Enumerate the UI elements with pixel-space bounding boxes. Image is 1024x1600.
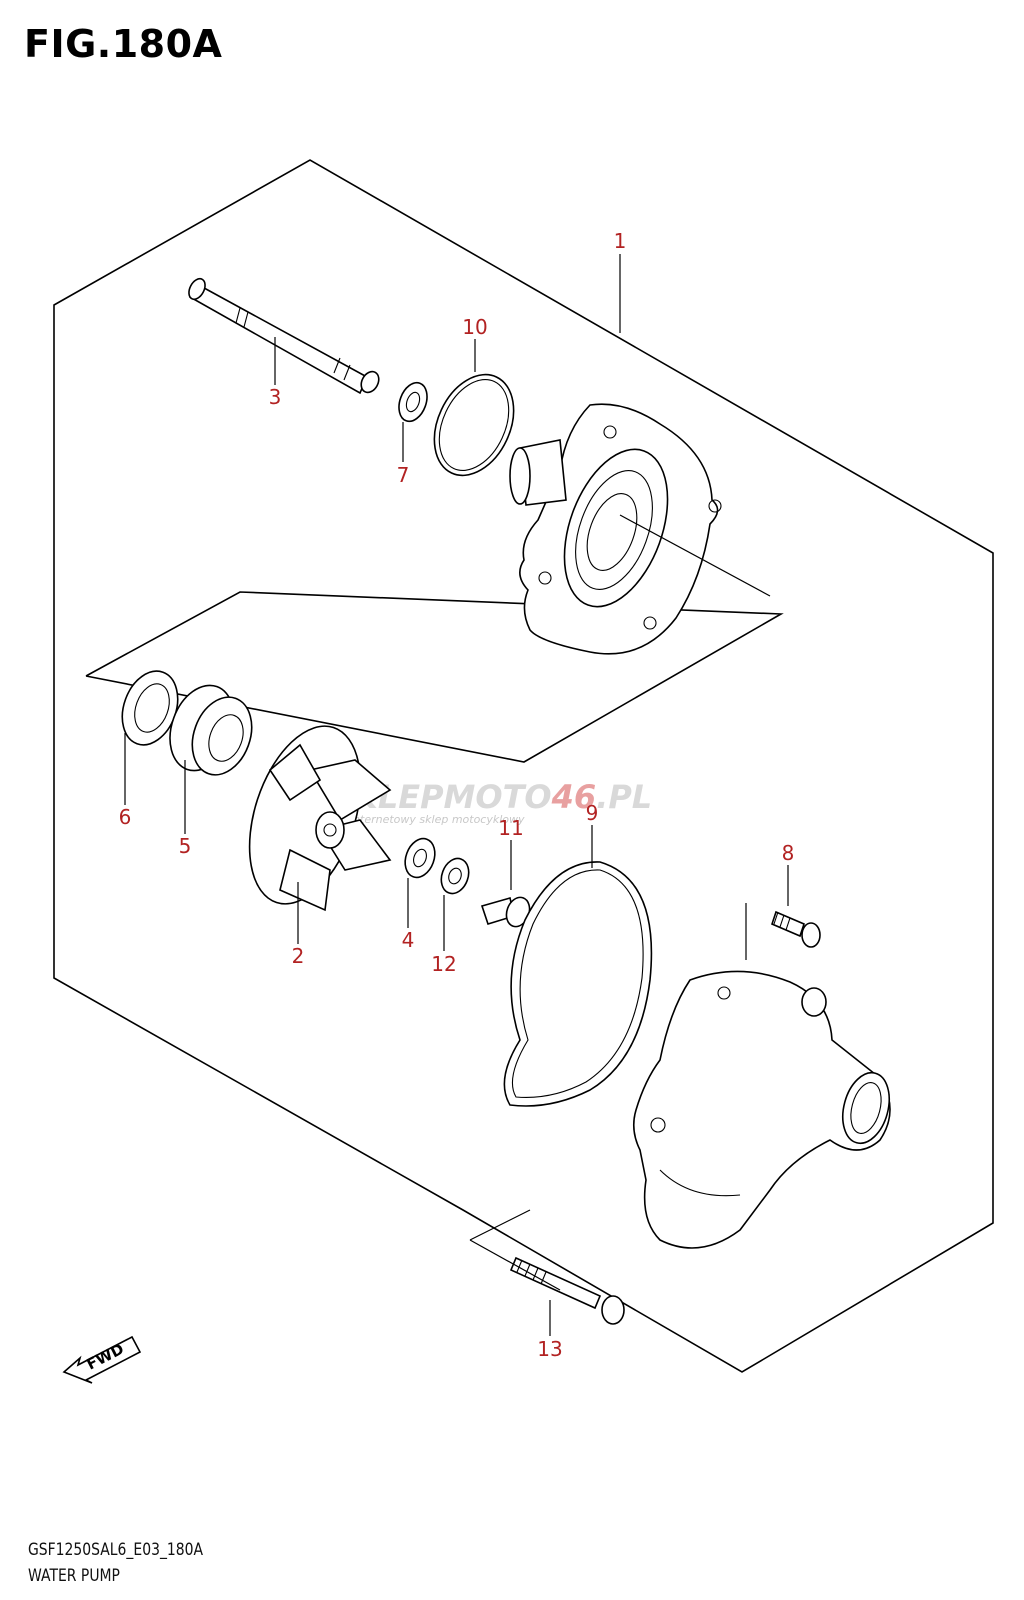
- part-4-washer[interactable]: [400, 834, 440, 881]
- callout-9: 9: [586, 801, 599, 825]
- subassembly-bracket: [85, 591, 784, 763]
- part-3-pump-shaft[interactable]: [186, 276, 383, 395]
- part-2-impeller[interactable]: [229, 712, 392, 918]
- part-7-washer[interactable]: [394, 379, 432, 425]
- part-11-bolt[interactable]: [480, 894, 533, 930]
- callout-leaders: [124, 254, 789, 1336]
- svg-text:internetowy sklep motocyklowy: internetowy sklep motocyklowy: [350, 813, 525, 826]
- callout-6: 6: [119, 805, 132, 829]
- figure-title: FIG.180A: [24, 22, 223, 66]
- callout-2: 2: [292, 944, 305, 968]
- assembly-boundary: [53, 159, 994, 1373]
- part-12-washer[interactable]: [437, 855, 474, 898]
- pump-cover-body[interactable]: [632, 970, 897, 1249]
- diagram-caption: WATER PUMP: [28, 1566, 120, 1586]
- callout-12: 12: [431, 952, 456, 976]
- callout-8: 8: [782, 841, 795, 865]
- callout-labels: 1 2 3 4 5 6 7 8 9 10 11 12 13: [119, 229, 795, 1361]
- callout-7: 7: [397, 463, 410, 487]
- callout-1: 1: [614, 229, 627, 253]
- callout-11: 11: [498, 816, 523, 840]
- part-9-gasket[interactable]: [503, 861, 653, 1107]
- diagram-code: GSF1250SAL6_E03_180A: [28, 1540, 204, 1560]
- fwd-arrow-icon: FWD: [62, 1335, 142, 1384]
- callout-5: 5: [179, 834, 192, 858]
- part-8-bolt[interactable]: [745, 903, 821, 960]
- callout-3: 3: [269, 385, 282, 409]
- callout-13: 13: [537, 1337, 562, 1361]
- part-5-mechanical-seal[interactable]: [159, 676, 262, 783]
- part-1-pump-case[interactable]: [509, 403, 771, 655]
- part-13-flange-bolt[interactable]: [469, 1209, 625, 1325]
- callout-10: 10: [462, 315, 487, 339]
- callout-4: 4: [402, 928, 415, 952]
- part-10-o-ring[interactable]: [419, 362, 529, 488]
